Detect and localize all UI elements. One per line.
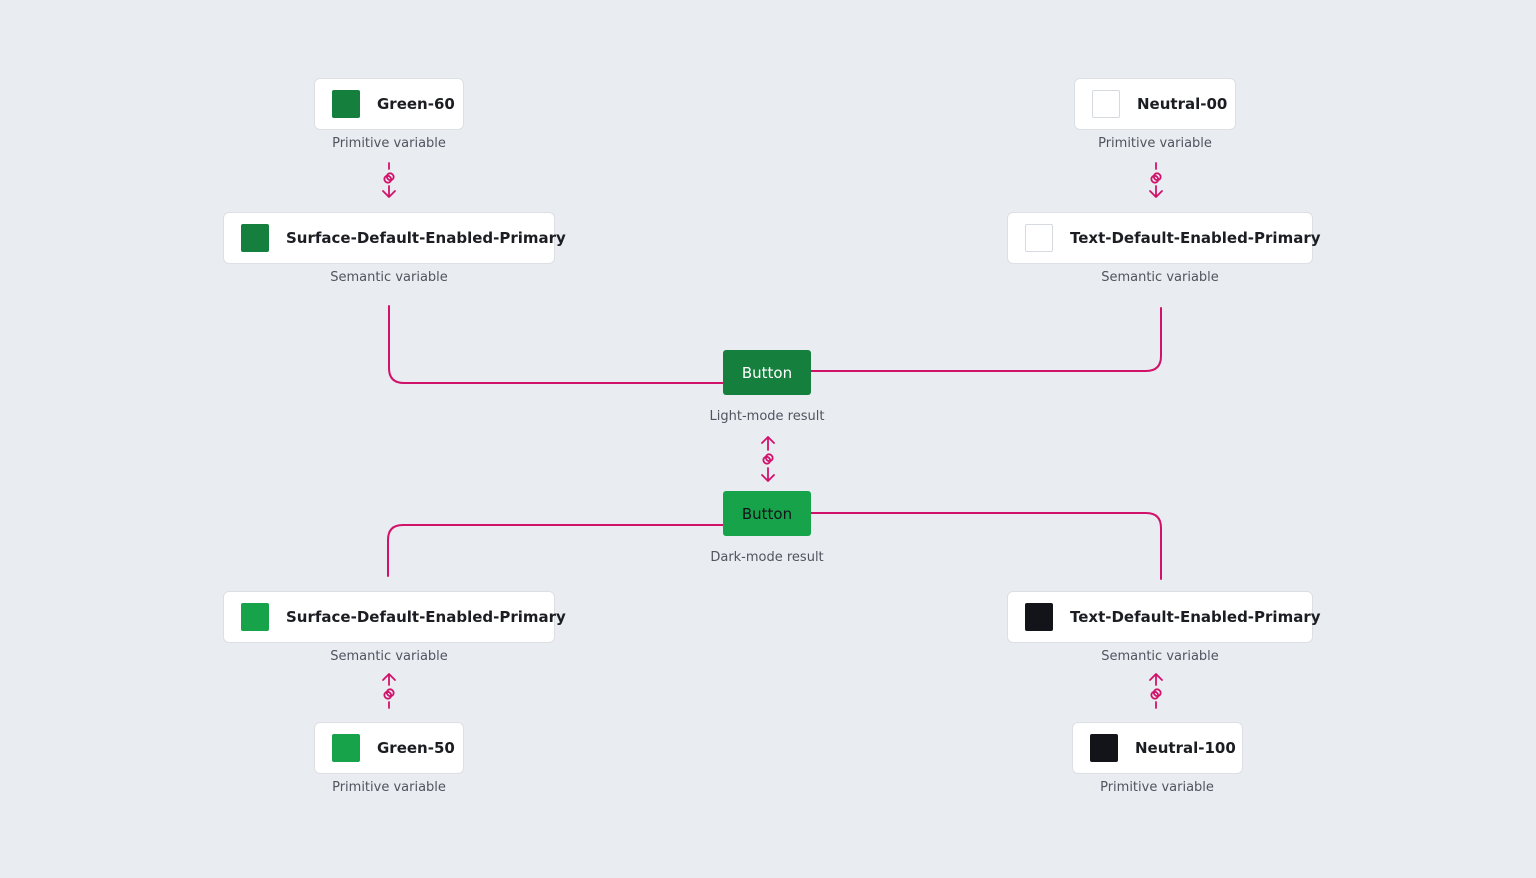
link-arrow-up-icon — [1149, 673, 1163, 709]
connector-text-to-dark-button — [792, 512, 1162, 580]
dark-mode-caption: Dark-mode result — [710, 550, 824, 565]
variable-type-caption: Primitive variable — [332, 780, 446, 795]
color-swatch — [241, 224, 269, 252]
semantic-card-text-dark[interactable]: Text-Default-Enabled-Primary — [1007, 591, 1321, 643]
connector-surface-to-light-button — [388, 305, 738, 384]
primitive-card-green-60[interactable]: Green-60 — [314, 78, 464, 130]
primitive-card-neutral-00[interactable]: Neutral-00 — [1074, 78, 1236, 130]
semantic-card-text-light[interactable]: Text-Default-Enabled-Primary — [1007, 212, 1321, 264]
color-swatch — [332, 90, 360, 118]
semantic-card-surface-dark[interactable]: Surface-Default-Enabled-Primary — [223, 591, 566, 643]
link-arrow-up-icon — [382, 673, 396, 709]
color-swatch — [332, 734, 360, 762]
primitive-card-neutral-100[interactable]: Neutral-100 — [1072, 722, 1243, 774]
light-mode-button[interactable]: Button — [723, 350, 811, 395]
variable-type-caption: Primitive variable — [1098, 136, 1212, 151]
color-swatch — [1025, 224, 1053, 252]
variable-name: Surface-Default-Enabled-Primary — [286, 608, 566, 626]
link-arrow-both-icon — [761, 436, 775, 482]
button-label: Button — [741, 363, 793, 382]
link-arrow-down-icon — [1149, 162, 1163, 198]
connector-surface-to-dark-button — [387, 524, 738, 577]
variable-name: Green-60 — [377, 95, 455, 113]
variable-type-caption: Semantic variable — [1101, 649, 1219, 664]
variable-name: Text-Default-Enabled-Primary — [1070, 608, 1321, 626]
variable-name: Neutral-00 — [1137, 95, 1228, 113]
variable-name: Green-50 — [377, 739, 455, 757]
color-swatch — [1090, 734, 1118, 762]
connector-text-to-light-button — [792, 307, 1162, 372]
variable-type-caption: Primitive variable — [332, 136, 446, 151]
button-label: Button — [741, 504, 793, 523]
variable-type-caption: Semantic variable — [330, 270, 448, 285]
variable-name: Surface-Default-Enabled-Primary — [286, 229, 566, 247]
variable-type-caption: Semantic variable — [330, 649, 448, 664]
semantic-card-surface-light[interactable]: Surface-Default-Enabled-Primary — [223, 212, 566, 264]
color-swatch — [1025, 603, 1053, 631]
primitive-card-green-50[interactable]: Green-50 — [314, 722, 464, 774]
variable-name: Text-Default-Enabled-Primary — [1070, 229, 1321, 247]
variable-type-caption: Semantic variable — [1101, 270, 1219, 285]
color-swatch — [1092, 90, 1120, 118]
dark-mode-button[interactable]: Button — [723, 491, 811, 536]
color-swatch — [241, 603, 269, 631]
link-arrow-down-icon — [382, 162, 396, 198]
variable-type-caption: Primitive variable — [1100, 780, 1214, 795]
variable-name: Neutral-100 — [1135, 739, 1236, 757]
light-mode-caption: Light-mode result — [709, 409, 825, 424]
